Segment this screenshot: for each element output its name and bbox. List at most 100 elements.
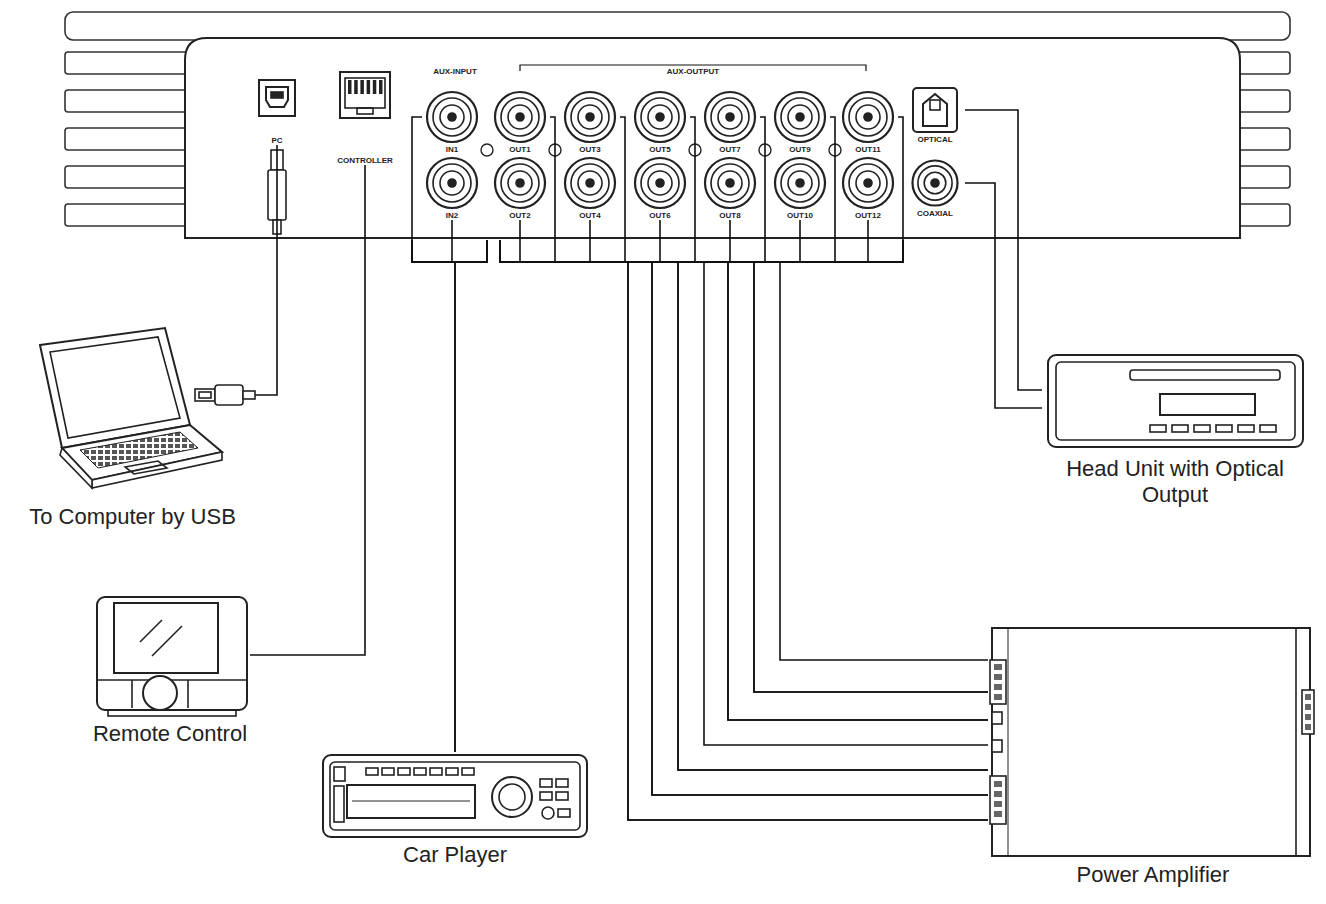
- group-label-text: AUX-INPUT: [429, 67, 481, 76]
- signal-cable: [250, 165, 365, 655]
- power-amplifier-shape: [990, 628, 1314, 856]
- signal-cable: [704, 117, 988, 745]
- signal-cable: [678, 117, 988, 770]
- power-amplifier-shape-part: [994, 684, 1002, 690]
- rca-output-shape: [775, 158, 825, 208]
- power-amplifier-shape-part: [992, 712, 1002, 724]
- power-amplifier-shape-part: [1305, 714, 1311, 720]
- heat-sink-fins-part: [1238, 52, 1290, 74]
- port-label: CONTROLLER: [337, 156, 393, 165]
- controller-port-shape-part: [357, 108, 373, 114]
- remote-control-shape-part: [97, 597, 247, 710]
- signal-cable: [660, 220, 988, 770]
- rca-output: OUT7: [700, 90, 760, 154]
- rca-input-icon: [422, 90, 482, 144]
- rca-output-shape-part: [578, 105, 602, 129]
- rca-output-shape-part: [788, 171, 812, 195]
- group-label: AUX-INPUT: [375, 60, 535, 78]
- controller-port-shape-part: [373, 80, 377, 94]
- car-player-shape-part: [430, 768, 442, 775]
- rca-input-shape-part: [427, 92, 477, 142]
- heat-sink-fins-part: [1238, 128, 1290, 150]
- rca-output-shape-part: [864, 179, 872, 187]
- car-player: Car Player: [320, 752, 590, 868]
- rca-output-shape-part: [856, 171, 880, 195]
- rca-output-shape-part: [516, 179, 524, 187]
- heat-sink-fins-part: [1238, 90, 1290, 112]
- power-amplifier-shape-part: [1008, 628, 1009, 856]
- signal-cable: [754, 117, 988, 692]
- optical-port-shape-part: [913, 88, 957, 132]
- rca-output: OUT11: [838, 90, 898, 154]
- coaxial-port: COAXIAL: [905, 158, 965, 218]
- rca-output-shape-part: [864, 113, 872, 121]
- rca-output-shape-part: [711, 164, 749, 202]
- controller-port-icon: [337, 70, 393, 120]
- car-player-shape-part: [492, 777, 532, 817]
- laptop-device-shape-part: [125, 461, 167, 474]
- signal-cable: [754, 220, 988, 692]
- rca-output-icon: [770, 156, 830, 210]
- car-player-shape-part: [398, 768, 410, 775]
- rca-output-shape-part: [796, 113, 804, 121]
- coaxial-port-shape-part: [924, 172, 946, 194]
- port-label: OUT7: [719, 145, 740, 154]
- laptop-device-shape-part: [215, 385, 243, 405]
- head-unit: Head Unit with Optical Output: [1042, 352, 1308, 508]
- rca-output: OUT3: [560, 90, 620, 154]
- rca-output-shape-part: [849, 164, 887, 202]
- car-player-shape-part: [446, 768, 458, 775]
- rca-output-shape-part: [578, 171, 602, 195]
- head-unit-shape-part: [1216, 425, 1232, 432]
- usb-port: PC: [255, 78, 299, 145]
- power-amplifier-shape-part: [994, 791, 1002, 797]
- rca-output-shape-part: [781, 98, 819, 136]
- rca-output-shape: [705, 158, 755, 208]
- signal-cable: [452, 220, 455, 752]
- port-label: OUT3: [579, 145, 600, 154]
- led-dots: [481, 144, 841, 156]
- power-amplifier-shape-part: [1305, 694, 1311, 700]
- signal-cable: [780, 220, 988, 660]
- power-amplifier-shape-part: [1302, 690, 1314, 734]
- power-amplifier-shape-part: [994, 811, 1002, 817]
- rca-output-shape: [775, 92, 825, 142]
- power-amplifier-icon: [988, 626, 1318, 858]
- rca-output-shape-part: [718, 171, 742, 195]
- remote-control-shape-part: [152, 626, 182, 656]
- signal-cable: [255, 145, 277, 395]
- signal-cable: [965, 183, 1042, 408]
- rca-output-shape-part: [856, 105, 880, 129]
- rca-output: OUT12: [838, 156, 898, 220]
- heat-sink-fins-part: [65, 128, 188, 150]
- rca-output: OUT1: [490, 90, 550, 154]
- optical-port-shape-part: [923, 94, 947, 126]
- rca-output-shape-part: [495, 158, 545, 208]
- laptop-device-icon: [10, 320, 255, 500]
- port-label: OUT4: [579, 211, 600, 220]
- group-label: AUX-OUTPUT: [613, 60, 773, 78]
- port-label: OUT12: [855, 211, 881, 220]
- signal-cable: [728, 220, 988, 720]
- rca-input-shape-part: [440, 171, 464, 195]
- rca-output-shape-part: [781, 164, 819, 202]
- port-label: COAXIAL: [917, 209, 953, 218]
- car-player-shape-part: [323, 755, 587, 837]
- rca-output-shape: [843, 158, 893, 208]
- coaxial-port-shape: [913, 161, 958, 206]
- power-amplifier-shape-part: [994, 694, 1002, 700]
- head-unit-shape-part: [1194, 425, 1210, 432]
- rca-output-shape-part: [648, 105, 672, 129]
- car-player-shape-part: [414, 768, 426, 775]
- heat-sink-fins-part: [65, 12, 1290, 40]
- controller-port-shape-part: [348, 80, 352, 94]
- signal-cable: [728, 117, 988, 720]
- port-label: OUT1: [509, 145, 530, 154]
- laptop-device-shape-part: [243, 391, 255, 399]
- power-amplifier-shape-part: [1305, 724, 1311, 730]
- rca-output-shape-part: [641, 164, 679, 202]
- power-amplifier-shape-part: [994, 781, 1002, 787]
- heat-sink-fins-part: [65, 166, 188, 188]
